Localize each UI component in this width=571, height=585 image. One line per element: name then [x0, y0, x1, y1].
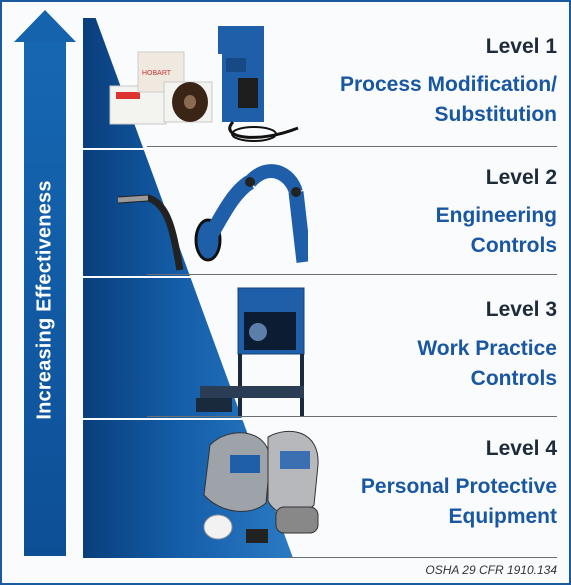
level-4-name-line2: Equipment [448, 505, 558, 528]
level-1-name: Process Modification/ Substitution [277, 70, 557, 130]
level-1-name-line1: Process Modification/ [339, 73, 557, 96]
wedge-separator [83, 148, 293, 150]
level-2-name-line2: Controls [470, 234, 557, 257]
level-divider [147, 146, 557, 147]
wedge-separator [83, 418, 293, 420]
level-1-name-line2: Substitution [434, 103, 557, 126]
level-3-name-line1: Work Practice [417, 337, 557, 360]
level-3-number: Level 3 [485, 298, 557, 321]
level-4-name: Personal Protective Equipment [277, 472, 557, 532]
welding-helmet-respirator-icon [203, 430, 319, 543]
level-1-number: Level 1 [485, 35, 557, 58]
level-divider [147, 416, 557, 417]
level-4-number: Level 4 [485, 437, 557, 460]
welding-machine-icon: HOBART [109, 26, 299, 142]
level-3-name: Work Practice Controls [277, 334, 557, 394]
level-3-name-line2: Controls [470, 367, 557, 390]
arrow-label: Increasing Effectiveness [33, 180, 56, 420]
level-2-name-line1: Engineering [435, 204, 557, 227]
wedge-separator [83, 276, 293, 278]
citation: OSHA 29 CFR 1910.134 [425, 563, 557, 577]
fume-extraction-arm-icon [117, 164, 308, 271]
effectiveness-arrow [24, 42, 66, 556]
level-divider [287, 557, 557, 558]
welding-screen-cart-icon [196, 287, 305, 416]
level-divider [147, 274, 557, 275]
arrow-up-icon [14, 10, 76, 42]
level-2-name: Engineering Controls [277, 201, 557, 261]
level-4-name-line1: Personal Protective [360, 475, 557, 498]
svg-text:HOBART: HOBART [142, 70, 172, 77]
level-2-number: Level 2 [485, 166, 557, 189]
